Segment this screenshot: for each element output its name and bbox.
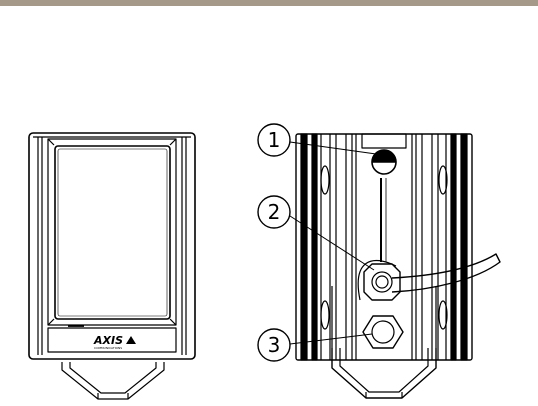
front-view [29,133,195,399]
callout-number: 1 [268,128,281,152]
side-view [296,134,500,398]
side-top-cap [362,134,406,148]
front-window-frame [48,139,176,325]
cable-gland [364,264,400,300]
bottom-cable-gland [363,316,403,348]
left-fin-1 [301,134,307,360]
logo-triangle-icon [126,336,136,344]
vent-left-top [321,166,329,194]
vent-left-bottom [321,301,329,329]
callout-number: 3 [268,333,281,357]
callout-number: 2 [268,200,281,224]
front-glass-window [55,146,170,319]
right-fin-2 [461,134,467,360]
right-fin-1 [451,134,456,360]
axis-logo: AXIS COMMUNICATIONS [93,334,136,350]
logo-tagline-text: COMMUNICATIONS [94,346,122,350]
left-fin-2 [312,134,317,360]
